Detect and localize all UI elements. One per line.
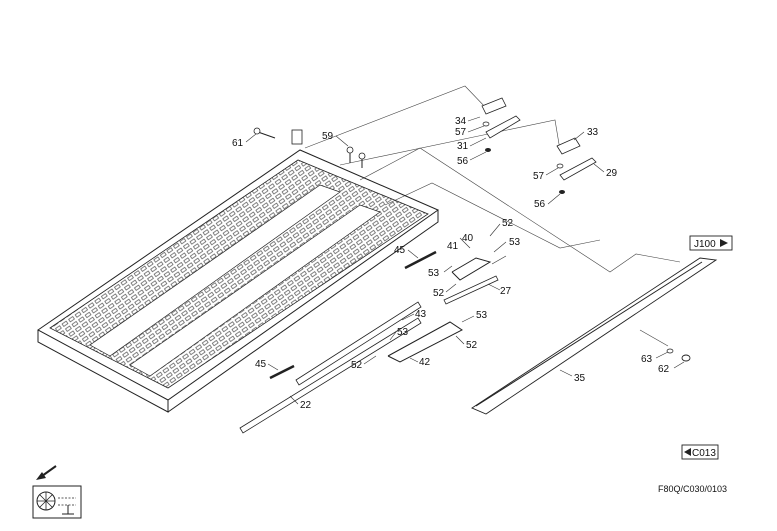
rail-35 [471, 257, 718, 415]
callout-43: 43 [415, 309, 427, 320]
washer-62-63 [666, 348, 691, 362]
strip-22 [239, 317, 422, 434]
assembly-lines [304, 85, 681, 347]
callout-59: 59 [322, 131, 334, 142]
callout-53a: 53 [509, 237, 521, 248]
callout-45a: 45 [394, 245, 406, 256]
callout-63: 63 [641, 354, 653, 365]
arrow-right-icon [720, 239, 728, 247]
hardware-61 [253, 127, 276, 139]
direction-arrow-icon [36, 465, 57, 480]
hardware-59 [346, 146, 366, 168]
callout-52d: 52 [351, 360, 363, 371]
sieve-frame [37, 129, 440, 413]
callout-56b: 56 [534, 199, 546, 210]
callout-56a: 56 [457, 156, 469, 167]
callout-52c: 52 [466, 340, 478, 351]
callout-57a: 57 [455, 127, 467, 138]
leader-lines [245, 116, 685, 405]
arrow-left-icon [684, 448, 691, 456]
document-code: F80Q/C030/0103 [658, 484, 728, 494]
machine-section-icon [32, 485, 82, 519]
strip-27 [443, 275, 499, 305]
strip-45-upper [404, 250, 437, 270]
ref-next-page-label: J100 [694, 239, 716, 250]
strip-43 [295, 301, 422, 386]
ref-prev-page-label: C013 [692, 448, 716, 459]
callout-41: 41 [447, 241, 459, 252]
callout-53b: 53 [428, 268, 440, 279]
ref-next-page[interactable]: J100 [689, 235, 733, 251]
callout-45b: 45 [255, 359, 267, 370]
bracket-34-31 [481, 97, 521, 152]
callout-34: 34 [455, 116, 467, 127]
callout-57b: 57 [533, 171, 545, 182]
bracket-33-29 [556, 137, 597, 194]
ref-prev-page[interactable]: C013 [681, 444, 719, 460]
callout-labels: 61 59 34 57 31 56 33 57 29 56 52 40 53 4… [232, 116, 670, 411]
callout-35: 35 [574, 373, 586, 384]
callout-53c: 53 [397, 327, 409, 338]
callout-33: 33 [587, 127, 599, 138]
callout-29: 29 [606, 168, 618, 179]
callout-40: 40 [462, 233, 474, 244]
callout-62: 62 [658, 364, 670, 375]
callout-31: 31 [457, 141, 469, 152]
callout-53d: 53 [476, 310, 488, 321]
callout-61: 61 [232, 138, 244, 149]
callout-52b: 52 [433, 288, 445, 299]
bracket-41 [451, 257, 492, 281]
strip-45-lower [269, 364, 295, 380]
callout-22: 22 [300, 400, 312, 411]
bracket-42 [387, 321, 463, 363]
callout-52a: 52 [502, 218, 514, 229]
callout-42: 42 [419, 357, 431, 368]
callout-27: 27 [500, 286, 512, 297]
